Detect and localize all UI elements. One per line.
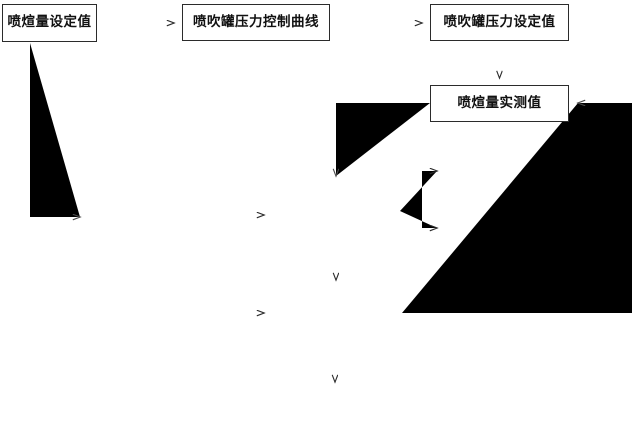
node-label: 喷吹罐压力设定值 [443,13,556,30]
edge-coal-setpoint-to-deviation [30,43,80,217]
node-coal-measured[interactable]: 喷煊量实测值 [430,85,569,122]
node-pressure-curve[interactable]: 喷吹罐压力控制曲线 [182,4,330,41]
node-coal-setpoint[interactable]: 喷煊量设定值 [2,4,97,42]
node-label: 喷煊量实测值 [457,94,542,111]
edge-coal-measured-to-valve [336,103,430,176]
edge-valve-to-upper-limit [400,171,437,211]
node-label: 喷煊量设定值 [7,14,92,31]
node-label: 喷吹罐压力控制曲线 [193,13,319,30]
edge-coal-output-to-coal-measured [402,103,632,313]
node-pressure-setpoint[interactable]: 喷吹罐压力设定值 [430,4,569,41]
edge-valve-to-lower-limit [400,211,437,228]
